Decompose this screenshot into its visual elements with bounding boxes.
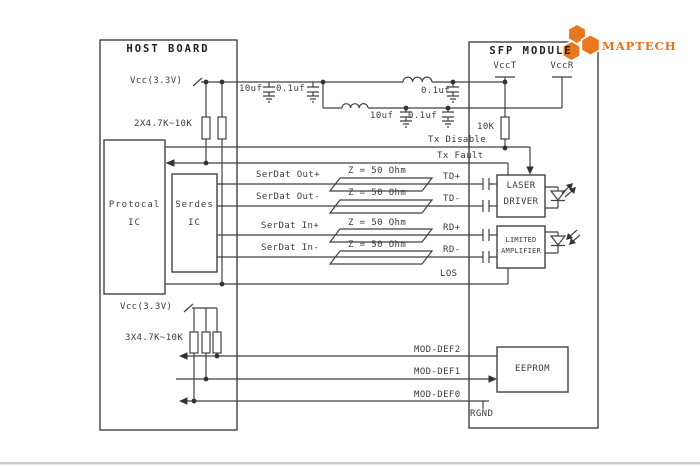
laser-diode-icon <box>545 186 565 209</box>
rd-n-label: RD- <box>443 245 461 255</box>
moddef2-label: MOD-DEF2 <box>414 345 461 355</box>
z50-parallelogram-3-icon <box>328 228 434 243</box>
rd-p-label: RD+ <box>443 223 461 233</box>
signal-arrows <box>165 159 576 405</box>
sfp-module-title: SFP MODULE <box>489 45 573 57</box>
resistor-10k-icon <box>500 116 510 140</box>
moddef0-arrow-icon <box>179 397 188 405</box>
vcc-top-flag-icon <box>192 77 203 87</box>
inductor-tx-icon <box>402 76 433 83</box>
los-label: LOS <box>440 269 458 279</box>
z50-label-4: Z = 50 Ohm <box>348 240 407 250</box>
pullup-top-label: 2X4.7K~10K <box>134 119 193 129</box>
protocol-ic-label-1: Protocal <box>108 200 161 210</box>
resistors <box>189 116 510 354</box>
host-board-title: HOST BOARD <box>126 43 210 55</box>
junction-dots <box>191 79 508 404</box>
laser-driver-box <box>496 174 546 218</box>
limiting-amplifier-box <box>496 225 546 269</box>
eeprom-label: EEPROM <box>515 364 550 374</box>
td-p-label: TD+ <box>443 172 461 182</box>
serdat-out-p-label: SerDat Out+ <box>256 170 321 180</box>
moddef1-label: MOD-DEF1 <box>414 367 461 377</box>
serdes-ic-label-2: IC <box>188 218 201 228</box>
tx-disable-arrow-icon <box>526 166 534 175</box>
eeprom-box <box>496 346 569 393</box>
laser-emit-arrow2-icon <box>569 187 576 194</box>
moddef1-arrow-icon <box>488 375 497 383</box>
tx-fault-arrow-icon <box>165 159 175 167</box>
cap-01uf-tx-label: 0.1uf <box>421 86 451 96</box>
rgnd-tick-icon <box>186 400 489 409</box>
z50-parallelogram-2-icon <box>328 199 434 214</box>
vcct-label: VccT <box>493 61 517 71</box>
laser-driver-label-1: LASER <box>506 181 536 191</box>
resistor-pullup-1-icon <box>201 116 211 140</box>
page-edge-line <box>0 462 700 465</box>
cap-10uf-rx-label: 10uf <box>370 111 394 121</box>
maptech-logo-icon <box>561 23 601 62</box>
td-n-line <box>217 200 497 212</box>
vcc-bottom-label: Vcc(3.3V) <box>120 302 173 312</box>
td-n-label: TD- <box>443 194 461 204</box>
tx-fault-label: Tx Fault <box>437 151 484 161</box>
maptech-logo-text: MAPTECH <box>602 39 677 53</box>
moddef0-label: MOD-DEF0 <box>414 390 461 400</box>
protocol-ic-label-2: IC <box>128 218 141 228</box>
photo-in-arrow2-icon <box>569 238 576 245</box>
inductor-rx-icon <box>341 103 369 109</box>
vcc-bottom-flag-icon <box>183 303 194 313</box>
rd-p-line <box>217 229 497 241</box>
capacitor-10uf-host-icon <box>263 82 275 103</box>
resistor-moddef0-icon <box>189 331 199 354</box>
pullup-10k-label: 10K <box>477 122 495 132</box>
laser-driver-label-2: DRIVER <box>503 197 539 207</box>
td-p-line <box>217 178 497 190</box>
capacitor-01uf-tx-icon <box>447 82 459 103</box>
resistor-moddef1-icon <box>201 331 211 354</box>
z50-label-1: Z = 50 Ohm <box>348 166 407 176</box>
laser-emit-arrow1-icon <box>566 183 573 190</box>
moddef2-arrow-icon <box>179 352 188 360</box>
z50-parallelogram-1-icon <box>328 177 434 192</box>
serdes-ic-label-1: Serdes <box>175 200 214 210</box>
serdat-in-p-label: SerDat In+ <box>261 221 320 231</box>
z50-label-3: Z = 50 Ohm <box>348 218 407 228</box>
rgnd-label: RGND <box>470 409 494 419</box>
limiting-amp-label-2: AMPLIFIER <box>501 247 541 255</box>
wires <box>165 76 581 409</box>
serdat-out-n-label: SerDat Out- <box>256 192 321 202</box>
pullup-bottom-label: 3X4.7K~10K <box>125 333 184 343</box>
cap-01uf-rx-label: 0.1uf <box>408 111 438 121</box>
resistor-pullup-2-icon <box>217 116 227 140</box>
limiting-amp-label-1: LIMITED <box>505 236 537 244</box>
vcc-top-label: Vcc(3.3V) <box>130 76 183 86</box>
transmission-lines <box>328 177 434 265</box>
cap-10uf-host-label: 10uf <box>239 84 263 94</box>
z50-label-2: Z = 50 Ohm <box>348 188 407 198</box>
serdes-ic-box <box>171 173 218 273</box>
tx-disable-label: Tx Disable <box>428 135 487 145</box>
protocol-ic-box <box>103 139 166 295</box>
capacitor-01uf-rx-icon <box>442 108 454 128</box>
photodiode-icon <box>545 231 565 254</box>
vccr-label: VccR <box>550 61 574 71</box>
rd-n-line <box>217 251 497 263</box>
capacitor-01uf-host-icon <box>307 82 319 103</box>
serdat-in-n-label: SerDat In- <box>261 243 320 253</box>
z50-parallelogram-4-icon <box>328 250 434 265</box>
cap-01uf-host-label: 0.1uf <box>276 84 306 94</box>
resistor-moddef2-icon <box>212 331 222 354</box>
